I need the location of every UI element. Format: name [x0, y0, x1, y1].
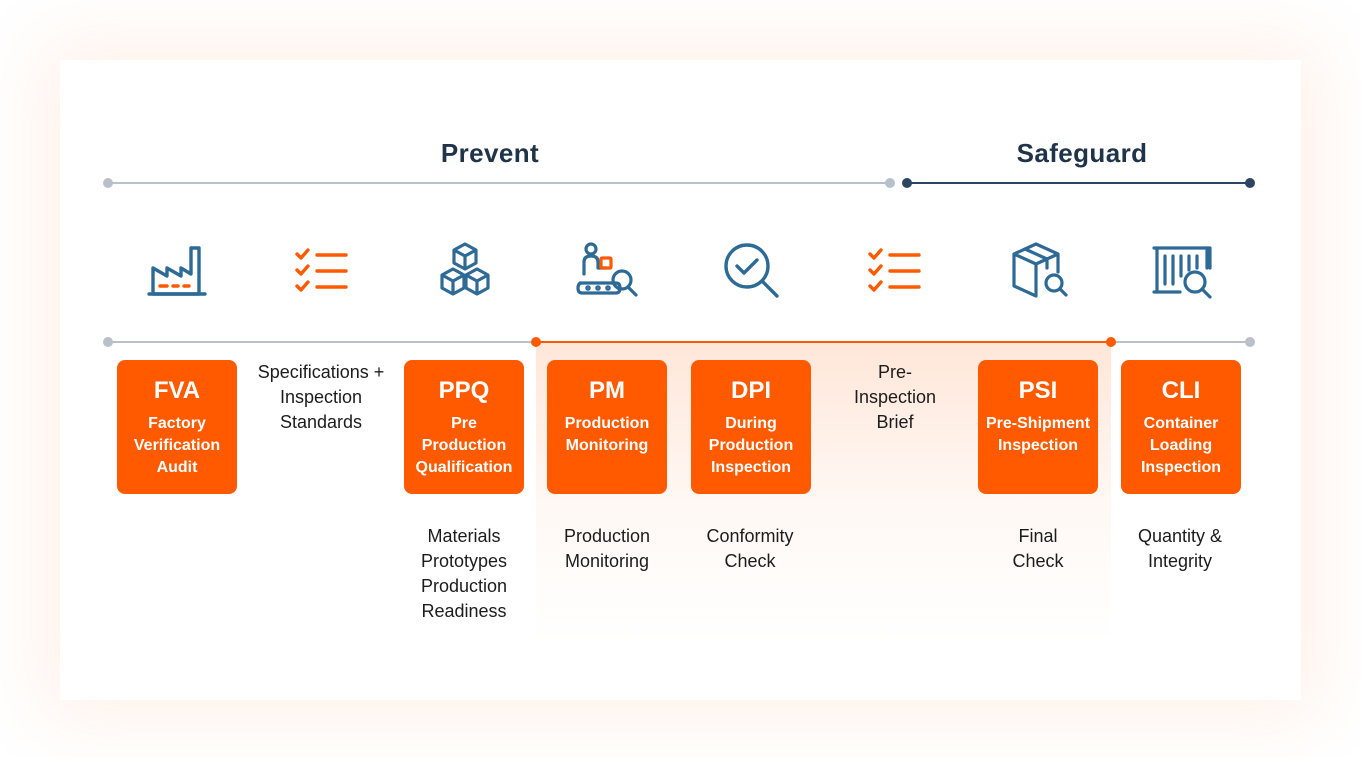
checklist-icon — [295, 248, 348, 292]
step-title: Container Loading Inspection — [1140, 415, 1221, 476]
step-code: PM — [589, 377, 625, 404]
safeguard-heading: Safeguard — [1016, 138, 1148, 168]
prevent-heading: Prevent — [440, 138, 540, 168]
dpi-note: Conformity Check — [706, 526, 794, 571]
highlight-end-dot — [1106, 337, 1116, 347]
timeline-start-dot — [103, 337, 113, 347]
step-title: During Production Inspection — [708, 415, 794, 476]
safeguard-end-dot — [1245, 178, 1255, 188]
step-ppq-box: PPQ Pre Production Qualification — [404, 360, 524, 494]
timeline-end-dot — [1245, 337, 1255, 347]
checklist-icon — [868, 248, 921, 292]
step-6-label: Pre- Inspection Brief — [853, 362, 937, 432]
worker-inspection-icon — [576, 242, 638, 297]
safeguard-start-dot — [902, 178, 912, 188]
step-title: Production Monitoring — [564, 415, 650, 454]
magnifier-check-icon — [724, 243, 779, 298]
safeguard-timeline — [907, 182, 1250, 184]
step-cli-box: CLI Container Loading Inspection — [1121, 360, 1241, 494]
step-fva-box: FVA Factory Verification Audit — [117, 360, 237, 494]
prevent-start-dot — [103, 178, 113, 188]
psi-note: Final Check — [1012, 526, 1064, 571]
step-code: CLI — [1161, 377, 1201, 404]
prevent-end-dot — [885, 178, 895, 188]
cli-note: Quantity & Integrity — [1137, 526, 1223, 571]
step-dpi-box: DPI During Production Inspection — [691, 360, 811, 494]
step-pm-box: PM Production Monitoring — [547, 360, 667, 494]
ppq-note: Materials Prototypes Production Readines… — [420, 526, 508, 621]
step-title: Pre Production Qualification — [415, 415, 513, 476]
step-title: Factory Verification Audit — [133, 415, 221, 476]
highlight-start-dot — [531, 337, 541, 347]
step-title: Pre-Shipment Inspection — [986, 415, 1091, 454]
stacked-boxes-icon — [440, 242, 490, 296]
container-search-icon — [1152, 246, 1212, 299]
factory-icon — [147, 246, 207, 296]
step-code: PSI — [1018, 377, 1058, 404]
step-code: PPQ — [438, 377, 490, 404]
pm-note: Production Monitoring — [563, 526, 651, 571]
step-code: DPI — [730, 377, 771, 404]
step-code: FVA — [153, 377, 201, 404]
step-2-label: Specifications + Inspection Standards — [257, 362, 385, 432]
step-psi-box: PSI Pre-Shipment Inspection — [978, 360, 1098, 494]
process-highlight-line — [536, 341, 1111, 343]
prevent-timeline — [108, 182, 890, 184]
package-search-icon — [1012, 242, 1068, 298]
